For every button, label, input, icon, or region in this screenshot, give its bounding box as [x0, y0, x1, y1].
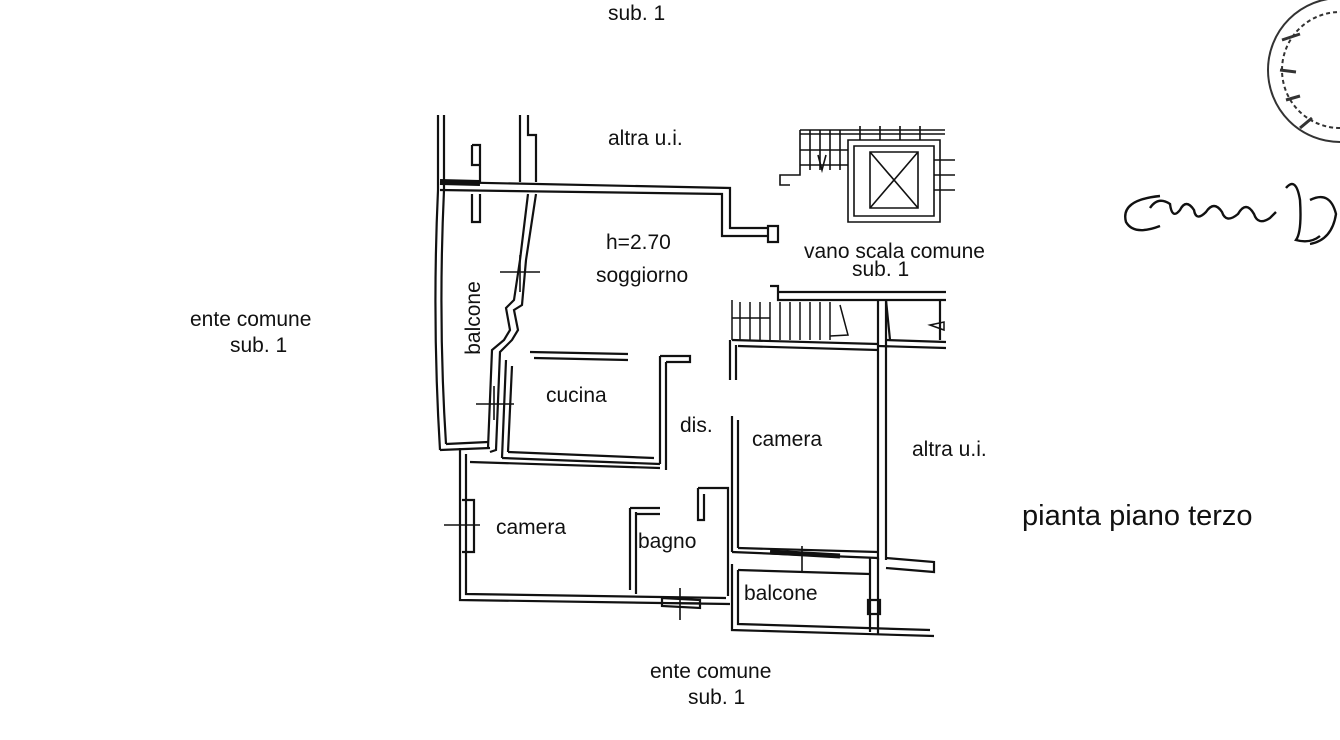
altra-ui-top-label: altra u.i. [608, 127, 683, 150]
balcony-outer-wall-inner [440, 115, 448, 445]
shaft-left [470, 143, 482, 182]
balcony-bottom-edge [439, 440, 491, 452]
balcony-door-mark-2 [476, 386, 514, 420]
balcony-inner-wall-2 [486, 193, 530, 449]
kitchen-left-wall [500, 359, 514, 459]
ceiling-height-label: h=2.70 [606, 231, 671, 254]
balcony-inner-wall [489, 193, 538, 454]
bathroom-left-wall [628, 508, 638, 594]
vano-scala-label-line1: vano scala comune [804, 240, 985, 263]
room-camera-left-label: camera [496, 516, 567, 539]
official-stamp [1267, 0, 1340, 143]
bottom-balcony-outer [730, 564, 935, 638]
room-balcone-left-label: balcone [462, 281, 485, 355]
ente-comune-left-line2: sub. 1 [230, 334, 288, 357]
room-soggiorno-label: soggiorno [596, 264, 689, 287]
bottom-balcony-door [866, 598, 882, 616]
plan-title: pianta piano terzo [1022, 500, 1253, 532]
room-cucina-label: cucina [546, 384, 607, 407]
corridor-stub [728, 340, 738, 380]
balcony-door-mark [500, 255, 540, 292]
kitchen-bottom-wall [501, 450, 661, 466]
top-wall [439, 180, 768, 238]
bottom-balcony-step [885, 556, 936, 574]
room-bagno-label: bagno [638, 530, 697, 553]
upper-stair [779, 126, 955, 223]
shaft-left-bottom [470, 194, 482, 224]
camera-right-bottom-thick [769, 549, 841, 559]
right-stair-wall-top [770, 284, 946, 302]
room-camera-right-label: camera [752, 428, 823, 451]
bathroom-window-mark [662, 588, 700, 620]
ente-comune-left-line1: ente comune [190, 308, 312, 331]
ente-comune-bottom-line1: ente comune [650, 660, 772, 683]
top-wall-thick [439, 179, 481, 186]
altra-ui-right-label: altra u.i. [912, 438, 987, 461]
handwritten-signature [1124, 182, 1338, 246]
bathroom-top-right [696, 486, 730, 596]
bottom-balcony-right [868, 558, 880, 634]
ente-comune-bottom-line2: sub. 1 [688, 686, 746, 709]
kitchen-right-stub [660, 354, 692, 364]
right-stair-wall-bottom [877, 338, 947, 350]
top-wall-cap [766, 224, 780, 244]
balcony-outer-wall [434, 115, 442, 451]
right-stair-box [884, 299, 942, 341]
bathroom-top-wall [630, 506, 660, 516]
top-sub-label: sub. 1 [608, 2, 666, 25]
kitchen-right-wall [658, 356, 668, 470]
corridor-right-wall [730, 416, 740, 552]
camera-left-window-mark [444, 505, 480, 545]
camera-left-wall-top [469, 460, 661, 470]
lower-stair-treads [731, 300, 945, 340]
camera-right-top-wall [731, 338, 879, 352]
room-dis-label: dis. [680, 414, 713, 437]
camera-right-right-wall [876, 300, 888, 560]
shaft-mid [518, 115, 538, 182]
room-balcone-bottom-label: balcone [744, 582, 818, 605]
camera-left-window [462, 498, 476, 554]
vano-scala-label-line2: sub. 1 [852, 258, 910, 281]
kitchen-top-wall [529, 350, 629, 362]
bottom-balcony-top [737, 568, 871, 576]
